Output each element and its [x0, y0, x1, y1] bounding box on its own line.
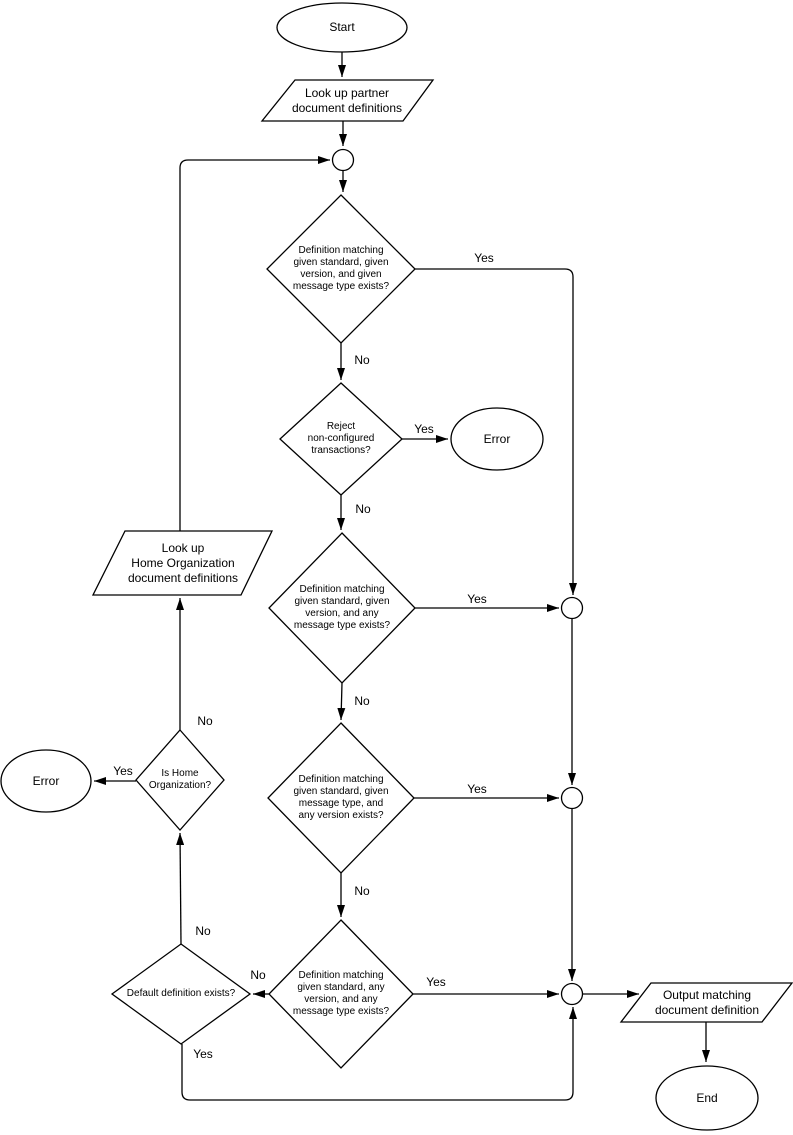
edge-lookup-home-to-junction-top [179, 156, 330, 531]
decision-5-label: Definition matching given standard, any … [292, 970, 390, 1017]
edge-label-d4-no: No [354, 884, 370, 898]
edge-label-d2-yes: Yes [414, 422, 434, 436]
edge-default-yes [181, 1007, 577, 1101]
end-terminator-shape [655, 1065, 759, 1131]
edge-label-d3-yes: Yes [467, 592, 487, 606]
edge-d3-no [337, 682, 346, 721]
error-terminator-1-shape [450, 407, 544, 471]
output-label: Output matching document definition [654, 987, 760, 1017]
edge-default-no [176, 832, 185, 945]
error-terminator-2-shape [0, 749, 92, 813]
edge-label-is-home-no: No [197, 714, 213, 728]
lookup-partner-label: Look up partner document definitions [291, 85, 403, 115]
edge-label-d4-yes: Yes [467, 782, 487, 796]
lookup-home-label: Look up Home Organization document defin… [127, 540, 239, 585]
start-terminator-shape [276, 2, 408, 53]
decision-2-label: Reject non-configured transactions? [307, 421, 375, 456]
decision-1-diamond-shape [266, 194, 416, 344]
decision-3-label: Definition matching given standard, give… [293, 584, 391, 631]
default-def-diamond-shape [110, 943, 252, 1045]
junction-top-connector [331, 148, 355, 172]
start-label: Start [329, 20, 355, 34]
edge-label-is-home-yes: Yes [113, 764, 133, 778]
lookup-home-parallelogram-shape [91, 530, 274, 596]
is-home-diamond-shape [135, 729, 225, 831]
edge-label-d5-yes: Yes [426, 975, 446, 989]
edge-label-default-no: No [195, 924, 211, 938]
error-terminator-2-label: Error [32, 773, 60, 788]
edge-label-d1-no: No [354, 353, 370, 367]
junction-3-connector [560, 786, 584, 810]
decision-3-diamond-shape [268, 532, 416, 684]
junction-2-connector [560, 596, 584, 620]
edge-label-d2-no: No [355, 502, 371, 516]
end-label: End [696, 1090, 718, 1105]
junction-4-connector [560, 982, 584, 1006]
decision-5-diamond-shape [268, 919, 414, 1069]
edge-d1-yes [415, 268, 577, 595]
decision-4-diamond-shape [267, 722, 415, 874]
error-terminator-1-label: Error [483, 431, 511, 446]
is-home-label: Is Home Organization? [148, 768, 212, 791]
decision-4-label: Definition matching given standard, give… [293, 774, 389, 821]
lookup-partner-parallelogram-shape [260, 79, 435, 122]
output-parallelogram-shape [619, 982, 793, 1023]
decision-1-label: Definition matching given standard, give… [292, 245, 390, 292]
default-def-label: Default definition exists? [126, 988, 236, 999]
decision-2-diamond-shape [279, 382, 403, 496]
edge-label-d5-no: No [250, 968, 266, 982]
edge-label-d1-yes: Yes [474, 251, 494, 265]
edge-label-d3-no: No [354, 694, 370, 708]
edge-label-default-yes: Yes [193, 1047, 213, 1061]
